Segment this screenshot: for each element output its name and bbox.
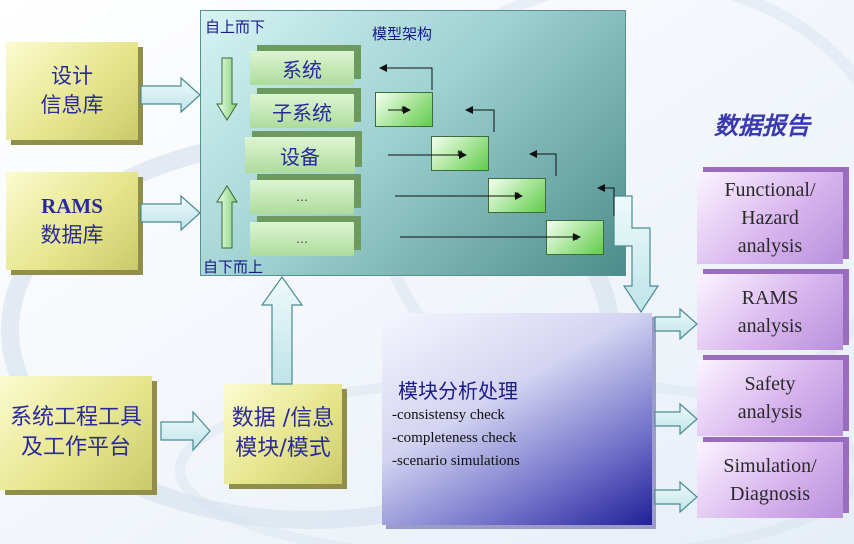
tools-platform-box: 系统工程工具 及工作平台: [0, 376, 152, 490]
arrow-module-to-model: [260, 275, 304, 385]
rams-database-line2: 数据库: [40, 223, 104, 247]
arrow-process-to-output-1: [654, 307, 698, 341]
arrow-design-to-model: [140, 76, 201, 114]
process-item-consistency: -consistensy check: [392, 407, 505, 423]
output-functional-line3: analysis: [737, 235, 803, 257]
rams-database-box: RAMS 数据库: [6, 172, 138, 270]
top-down-arrow: [216, 57, 238, 121]
output-safety: Safety analysis: [697, 360, 843, 436]
arrow-rams-to-model: [140, 194, 201, 232]
output-functional-line1: Functional/: [724, 179, 816, 201]
layer-subsystem-label: 子系统: [272, 100, 332, 125]
analysis-process-panel: 模块分析处理 -consistensy check -completeness …: [382, 313, 652, 525]
layer-system: 系统: [250, 51, 354, 85]
top-down-label: 自上而下: [205, 18, 266, 36]
layer-more-2-label: …: [296, 232, 308, 246]
output-rams-line2: analysis: [737, 315, 803, 337]
bottom-up-arrow: [216, 185, 238, 249]
data-module-line2: 模块/模式: [235, 436, 331, 461]
model-architecture-title: 模型架构: [372, 25, 433, 43]
design-database-box: 设计 信息库: [6, 42, 138, 140]
output-simulation-line2: Diagnosis: [730, 483, 810, 505]
process-item-completeness: -completeness check: [392, 430, 517, 446]
layer-subsystem: 子系统: [250, 94, 354, 128]
output-rams-line1: RAMS: [741, 287, 799, 309]
model-connectors: [379, 64, 615, 241]
output-safety-line2: analysis: [737, 401, 803, 423]
output-functional-line2: Hazard: [741, 207, 799, 229]
bottom-up-label: 自下而上: [203, 258, 264, 276]
rams-database-line1: RAMS: [41, 194, 103, 218]
layer-more-2: …: [250, 222, 354, 256]
output-rams: RAMS analysis: [697, 274, 843, 350]
layer-equipment-label: 设备: [280, 144, 320, 169]
layer-equipment: 设备: [245, 137, 355, 173]
output-functional-hazard: Functional/ Hazard analysis: [697, 172, 843, 264]
data-report-title: 数据报告: [714, 112, 810, 140]
data-module-box: 数据 /信息 模块/模式: [224, 384, 342, 484]
design-database-line2: 信息库: [40, 93, 104, 117]
arrow-model-to-process: [613, 195, 660, 314]
design-database-line1: 设计: [51, 64, 93, 88]
output-safety-line1: Safety: [744, 373, 796, 395]
process-item-scenario: -scenario simulations: [392, 453, 520, 469]
arrow-process-to-output-2: [654, 402, 698, 436]
tools-platform-line1: 系统工程工具: [9, 405, 142, 430]
output-simulation-line1: Simulation/: [723, 455, 817, 477]
output-simulation: Simulation/ Diagnosis: [697, 442, 843, 518]
layer-system-label: 系统: [282, 57, 322, 82]
tools-platform-line2: 及工作平台: [20, 435, 131, 460]
layer-more-1-label: …: [296, 190, 308, 204]
analysis-process-title: 模块分析处理: [398, 379, 518, 403]
arrow-tools-to-module: [160, 410, 211, 452]
layer-more-1: …: [250, 180, 354, 214]
arrow-process-to-output-3: [654, 480, 698, 514]
data-module-line1: 数据 /信息: [231, 406, 335, 431]
